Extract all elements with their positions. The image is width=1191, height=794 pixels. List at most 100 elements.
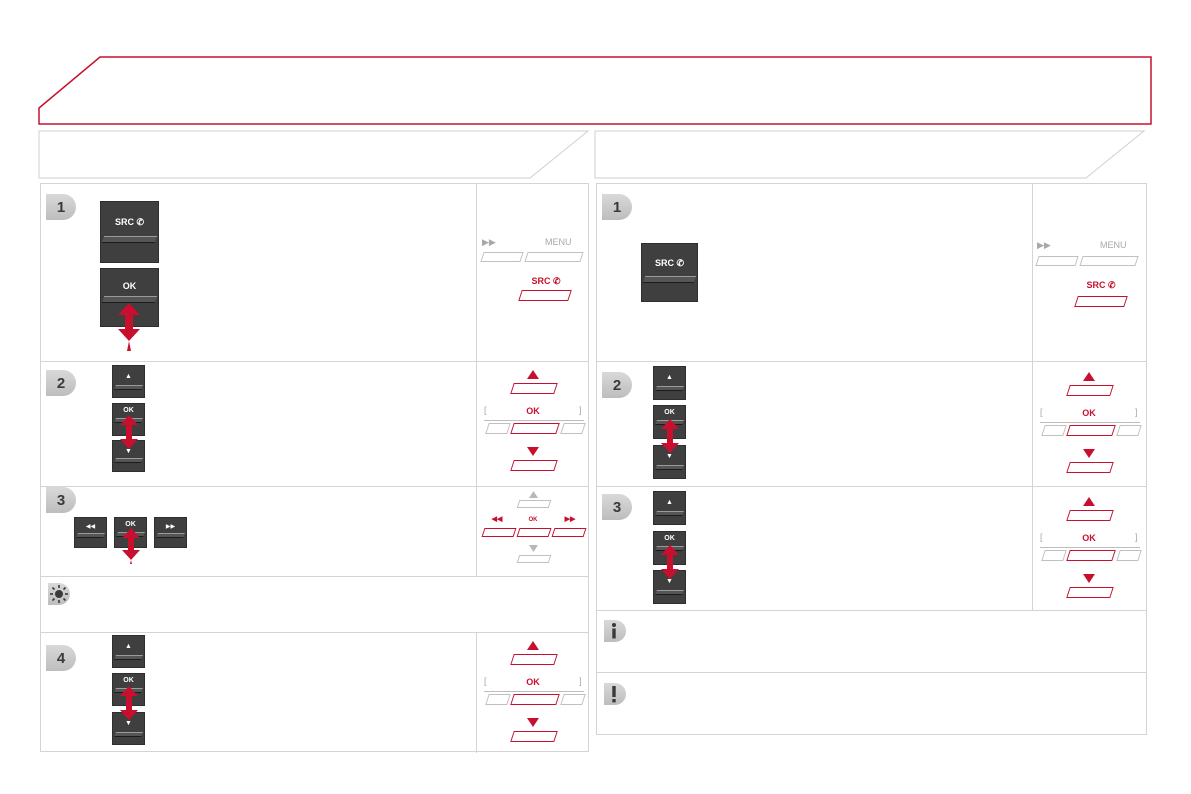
right-section-header <box>594 130 1146 179</box>
nav-key-left <box>1041 425 1067 436</box>
src-button[interactable]: SRC ✆ <box>641 243 698 302</box>
step-1-badge: 1 <box>602 194 632 220</box>
nav-bracket-left: [ <box>484 405 487 415</box>
step-1-badge: 1 <box>46 194 76 220</box>
nav-next-label: ▶▶ <box>564 516 576 523</box>
nav-key-right <box>1116 550 1142 561</box>
nav-ok-small-label: OK <box>528 517 538 523</box>
nav-down-key <box>510 731 558 742</box>
nav-bracket-right: ] <box>1135 407 1138 417</box>
nav-down-key <box>1066 587 1114 598</box>
nav-up-key <box>510 654 558 665</box>
nav-bracket-right: ] <box>1135 532 1138 542</box>
nav-key-left <box>1041 550 1067 561</box>
src-button[interactable]: SRC ✆ <box>100 201 159 263</box>
nav-bracket-left: [ <box>1040 407 1043 417</box>
nav-down-key <box>510 460 558 471</box>
step-4-badge: 4 <box>46 645 76 671</box>
next-button[interactable]: ▶▶ <box>154 517 187 548</box>
nav-down-icon <box>1083 574 1095 583</box>
press-arrow-icon <box>120 415 138 449</box>
nav-up-icon <box>1083 497 1095 506</box>
step-3-badge: 3 <box>46 487 76 513</box>
panel-src-key <box>518 290 572 301</box>
nav-down-icon <box>529 545 538 552</box>
src-button-label: SRC ✆ <box>654 258 685 268</box>
panel-src-key <box>1074 296 1128 307</box>
nav-key-left <box>485 694 511 705</box>
nav-up-icon <box>527 370 539 379</box>
prev-button[interactable]: ◀◀ <box>74 517 107 548</box>
nav-rule <box>484 420 584 421</box>
nav-prev-label: ◀◀ <box>491 516 503 523</box>
header-banner <box>38 56 1152 125</box>
left-section-header <box>38 130 590 179</box>
menu-label: MENU <box>545 237 572 247</box>
menu-label: MENU <box>1100 240 1127 250</box>
nav-ok-key <box>510 423 560 434</box>
down-button[interactable]: ▼ <box>112 440 145 472</box>
press-arrow-icon <box>661 419 679 453</box>
step-2-badge: 2 <box>602 372 632 398</box>
nav-ok-key <box>1066 425 1116 436</box>
nav-rule <box>484 691 584 692</box>
nav-next-key <box>551 528 587 537</box>
src-button-label: SRC ✆ <box>114 217 145 227</box>
up-button[interactable]: ▲ <box>112 635 145 668</box>
nav-down-key <box>516 555 552 563</box>
nav-up-icon <box>529 491 538 498</box>
nav-down-key <box>1066 462 1114 473</box>
tip-icon <box>50 585 68 603</box>
nav-ok-key <box>1066 550 1116 561</box>
forward-icon: ▶▶ <box>1037 240 1051 250</box>
nav-bracket-right: ] <box>579 405 582 415</box>
panel-key-left <box>1035 256 1079 266</box>
nav-down-icon <box>527 718 539 727</box>
panel-key-left <box>480 252 524 262</box>
nav-down-icon <box>1083 449 1095 458</box>
nav-ok-label: OK <box>526 406 540 416</box>
nav-key-right <box>1116 425 1142 436</box>
nav-ok-label: OK <box>526 677 540 687</box>
up-button[interactable]: ▲ <box>653 491 686 525</box>
warning-icon-badge <box>604 683 626 705</box>
nav-bracket-left: [ <box>484 676 487 686</box>
nav-ok-key <box>510 694 560 705</box>
step-3-badge: 3 <box>602 494 632 520</box>
nav-bracket-right: ] <box>579 676 582 686</box>
panel-key-menu <box>524 252 584 262</box>
up-button[interactable]: ▲ <box>112 365 145 398</box>
panel-src-label: SRC ✆ <box>1086 280 1116 290</box>
info-icon-badge <box>604 620 626 642</box>
press-arrow-icon <box>118 303 140 351</box>
nav-key-right <box>560 423 586 434</box>
press-arrow-icon <box>120 686 138 720</box>
forward-icon: ▶▶ <box>482 237 496 247</box>
nav-ok-label: OK <box>1082 533 1096 543</box>
info-icon <box>612 623 616 639</box>
step-2-badge: 2 <box>46 370 76 396</box>
tip-icon-badge <box>48 583 70 605</box>
nav-up-icon <box>1083 372 1095 381</box>
nav-up-key <box>516 500 552 508</box>
warning-icon <box>612 686 616 703</box>
nav-rule <box>1040 547 1140 548</box>
nav-up-key <box>1066 510 1114 521</box>
nav-down-icon <box>527 447 539 456</box>
ok-button-label: OK <box>122 281 137 291</box>
panel-key-menu <box>1079 256 1139 266</box>
nav-up-key <box>1066 385 1114 396</box>
nav-ok-label: OK <box>1082 408 1096 418</box>
nav-rule <box>1040 422 1140 423</box>
panel-src-label: SRC ✆ <box>531 276 561 286</box>
nav-bracket-left: [ <box>1040 532 1043 542</box>
nav-ok-key <box>516 528 552 537</box>
up-button[interactable]: ▲ <box>653 366 686 400</box>
nav-up-icon <box>527 641 539 650</box>
press-arrow-icon <box>122 528 140 564</box>
nav-key-left <box>485 423 511 434</box>
nav-up-key <box>510 383 558 394</box>
nav-prev-key <box>481 528 517 537</box>
press-arrow-icon <box>661 545 679 579</box>
nav-key-right <box>560 694 586 705</box>
